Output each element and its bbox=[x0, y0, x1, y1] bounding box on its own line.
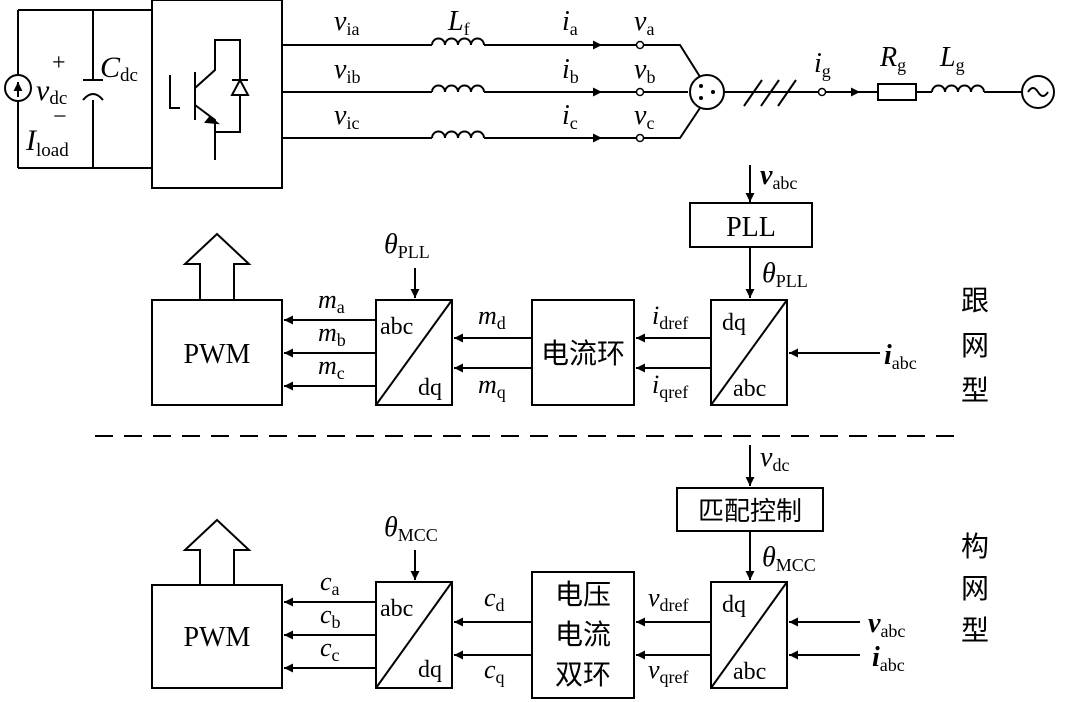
theta-pll-left: θPLL bbox=[384, 229, 430, 262]
vib-label: vib bbox=[334, 54, 360, 87]
dq-abc-top-label: dq bbox=[722, 310, 746, 336]
iload-label: Iload bbox=[25, 124, 69, 161]
three-phase-lines bbox=[282, 37, 1055, 143]
inductor-lg bbox=[931, 84, 985, 93]
grid-forming-blocks bbox=[151, 445, 860, 699]
grid-following-label-3: 型 bbox=[961, 374, 989, 407]
va-label: va bbox=[634, 6, 654, 39]
vdref-label: vdref bbox=[648, 583, 689, 615]
vdc-input-forming: vdc bbox=[760, 442, 789, 475]
ca-label: ca bbox=[320, 567, 340, 599]
cdc-label: Cdc bbox=[100, 51, 138, 86]
ib-label: ib bbox=[562, 54, 579, 87]
mc-label: mc bbox=[318, 351, 345, 383]
hollow-arrow-up-following bbox=[182, 232, 252, 300]
inductor-lf-a bbox=[431, 37, 485, 46]
lf-label: Lf bbox=[447, 6, 470, 39]
inductor-lf-b bbox=[431, 84, 485, 93]
vqref-label: vqref bbox=[648, 655, 689, 687]
cc-label: cc bbox=[320, 633, 340, 665]
via-label: via bbox=[334, 6, 359, 39]
iabc-input-following: iabc bbox=[884, 340, 917, 373]
cq-label: cq bbox=[484, 655, 505, 687]
grid-following-label-1: 跟 bbox=[961, 284, 989, 317]
dq-abc-bottom-label-forming: abc bbox=[733, 659, 766, 685]
dq-abc-bottom-label: abc bbox=[733, 376, 766, 402]
inductor-lf-c bbox=[431, 130, 485, 139]
lg-label: Lg bbox=[939, 42, 965, 75]
transformer-icon bbox=[689, 74, 725, 110]
pwm-block-following: PWM bbox=[184, 339, 251, 370]
dual-loop-line-1: 电压 bbox=[555, 578, 611, 611]
grid-forming-label-2: 网 bbox=[961, 572, 989, 605]
dual-loop-line-2: 电流 bbox=[555, 618, 611, 651]
current-loop-block: 电流环 bbox=[541, 337, 625, 370]
junction-dots bbox=[635, 40, 827, 143]
iqref-label: iqref bbox=[652, 370, 688, 402]
inverter-bridge bbox=[151, 0, 283, 189]
cd-label: cd bbox=[484, 583, 505, 615]
mq-label: mq bbox=[478, 370, 506, 402]
grid-forming-label-3: 型 bbox=[961, 614, 989, 647]
vabc-input-forming: vabc bbox=[868, 608, 905, 641]
theta-mcc-right: θMCC bbox=[762, 542, 816, 575]
abc-dq-bottom-label: dq bbox=[418, 375, 442, 401]
ic-label: ic bbox=[562, 100, 578, 133]
theta-pll-right: θPLL bbox=[762, 258, 808, 291]
hollow-arrow-up-forming bbox=[182, 518, 252, 585]
ig-label: ig bbox=[814, 48, 831, 81]
vic-label: vic bbox=[334, 100, 359, 133]
grid-forming-label-1: 构 bbox=[961, 530, 989, 563]
vdc-plus-sign: + bbox=[52, 50, 66, 76]
grid-following-label-2: 网 bbox=[961, 329, 989, 362]
cb-label: cb bbox=[320, 600, 341, 632]
vdc-label: vdc bbox=[36, 74, 67, 109]
grid-following-blocks bbox=[151, 165, 880, 406]
pwm-block-forming: PWM bbox=[184, 622, 251, 653]
abc-dq-top-label-forming: abc bbox=[380, 596, 413, 622]
vb-label: vb bbox=[634, 54, 655, 87]
vc-label: vc bbox=[634, 100, 654, 133]
ma-label: ma bbox=[318, 285, 345, 317]
iabc-input-forming: iabc bbox=[872, 642, 905, 675]
dual-loop-line-3: 双环 bbox=[555, 658, 611, 691]
abc-dq-bottom-label-forming: dq bbox=[418, 657, 442, 683]
theta-mcc-left: θMCC bbox=[384, 512, 438, 545]
rg-label: Rg bbox=[879, 42, 906, 75]
dq-abc-top-label-forming: dq bbox=[722, 592, 746, 618]
transformer-dots bbox=[699, 84, 715, 100]
vdc-minus-sign: − bbox=[53, 104, 67, 130]
vabc-input-following: vabc bbox=[760, 160, 797, 193]
abc-dq-top-label: abc bbox=[380, 314, 413, 340]
matching-control-block: 匹配控制 bbox=[698, 497, 802, 527]
mb-label: mb bbox=[318, 318, 346, 350]
dc-source-circuit bbox=[4, 9, 152, 169]
idref-label: idref bbox=[652, 301, 688, 333]
md-label: md bbox=[478, 301, 506, 333]
pll-block: PLL bbox=[726, 212, 776, 243]
ia-label: ia bbox=[562, 6, 578, 39]
resistor-rg bbox=[877, 83, 917, 101]
